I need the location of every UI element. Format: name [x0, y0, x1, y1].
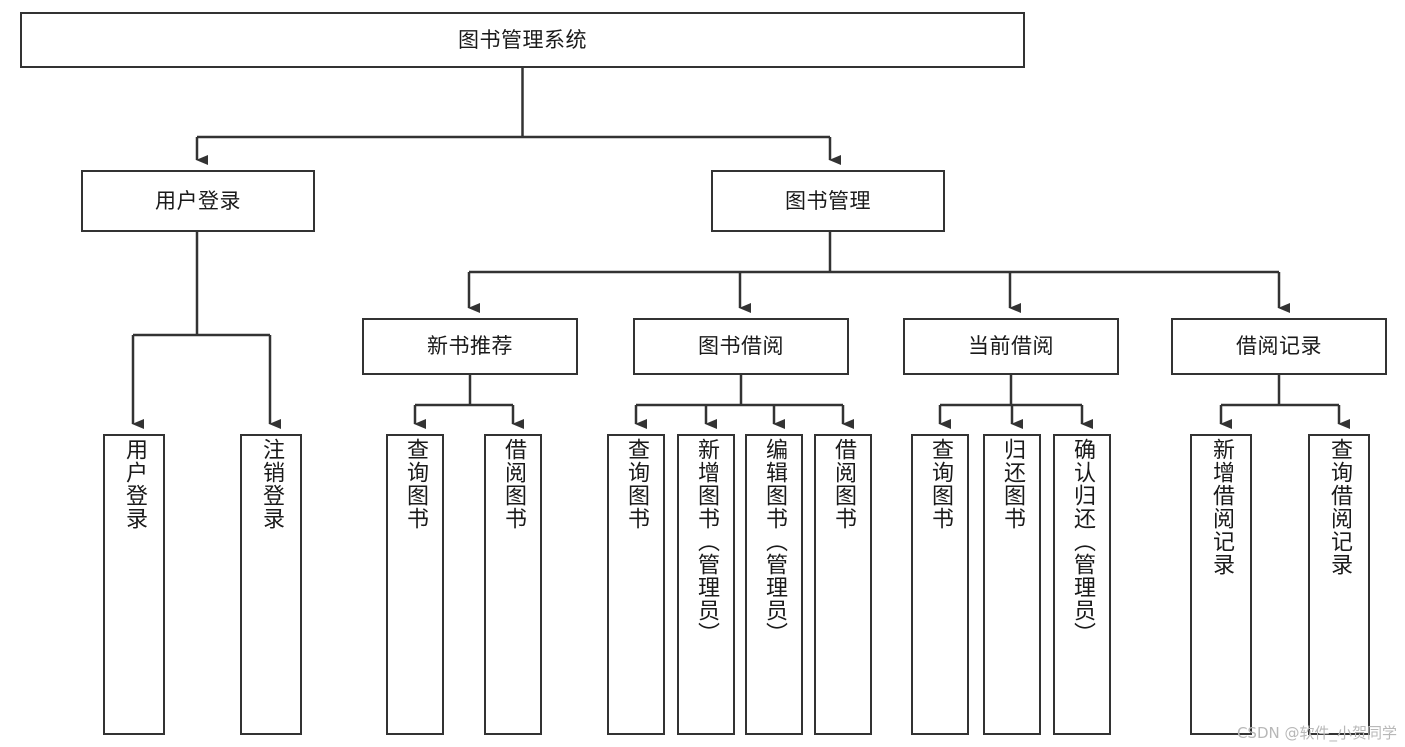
node-bb-query-book[interactable]: 查询图书 [607, 434, 665, 735]
node-user-login-do[interactable]: 用户登录 [103, 434, 165, 735]
node-bb-borrow-book[interactable]: 借阅图书 [814, 434, 872, 735]
node-current-borrow[interactable]: 当前借阅 [903, 318, 1119, 375]
node-user-logout[interactable]: 注销登录 [240, 434, 302, 735]
node-new-book-recommend[interactable]: 新书推荐 [362, 318, 578, 375]
node-bb-add-book[interactable]: 新增图书（管理员） [677, 434, 735, 735]
node-cb-query-book[interactable]: 查询图书 [911, 434, 969, 735]
node-label-br-add-record: 新增借阅记录 [1209, 438, 1234, 576]
node-label-bb-edit-book: 编辑图书（管理员） [762, 438, 787, 645]
node-label-bb-query-book: 查询图书 [624, 438, 649, 530]
node-label-bb-add-book: 新增图书（管理员） [694, 438, 719, 645]
node-nbr-borrow-book[interactable]: 借阅图书 [484, 434, 542, 735]
node-br-add-record[interactable]: 新增借阅记录 [1190, 434, 1252, 735]
node-br-query-record[interactable]: 查询借阅记录 [1308, 434, 1370, 735]
node-label-new-book-recommend: 新书推荐 [427, 334, 513, 359]
node-label-user-logout: 注销登录 [259, 438, 284, 530]
node-label-current-borrow: 当前借阅 [968, 334, 1054, 359]
node-label-book-borrow: 图书借阅 [698, 334, 784, 359]
node-user-login[interactable]: 用户登录 [81, 170, 315, 232]
node-label-br-query-record: 查询借阅记录 [1327, 438, 1352, 576]
node-label-user-login-do: 用户登录 [122, 438, 147, 530]
node-label-root: 图书管理系统 [458, 27, 587, 52]
node-label-cb-query-book: 查询图书 [928, 438, 953, 530]
node-label-nbr-borrow-book: 借阅图书 [501, 438, 526, 530]
node-label-user-login: 用户登录 [155, 188, 241, 213]
node-nbr-query-book[interactable]: 查询图书 [386, 434, 444, 735]
node-label-bb-borrow-book: 借阅图书 [831, 438, 856, 530]
node-borrow-records[interactable]: 借阅记录 [1171, 318, 1387, 375]
node-cb-confirm-return[interactable]: 确认归还（管理员） [1053, 434, 1111, 735]
node-cb-return-book[interactable]: 归还图书 [983, 434, 1041, 735]
node-book-borrow[interactable]: 图书借阅 [633, 318, 849, 375]
node-label-book-management: 图书管理 [785, 188, 871, 213]
node-bb-edit-book[interactable]: 编辑图书（管理员） [745, 434, 803, 735]
watermark-text: CSDN @软件_小贺同学 [1236, 724, 1397, 742]
node-label-cb-return-book: 归还图书 [1000, 438, 1025, 530]
node-label-nbr-query-book: 查询图书 [403, 438, 428, 530]
node-book-management[interactable]: 图书管理 [711, 170, 945, 232]
node-root[interactable]: 图书管理系统 [20, 12, 1025, 68]
node-label-borrow-records: 借阅记录 [1236, 334, 1322, 359]
node-label-cb-confirm-return: 确认归还（管理员） [1070, 438, 1095, 645]
